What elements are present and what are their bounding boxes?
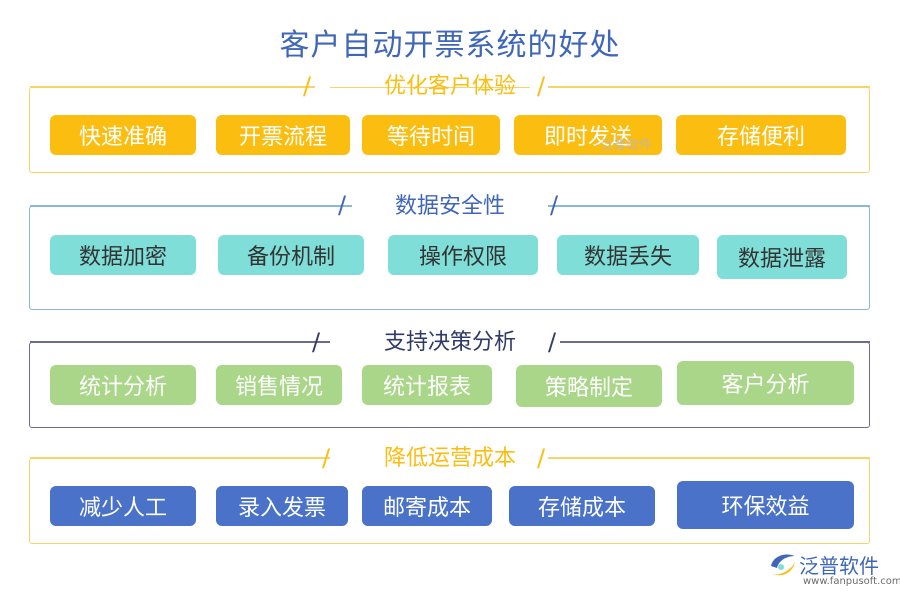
frame-gap xyxy=(30,341,870,343)
item-statistical-report: 统计报表 xyxy=(362,365,492,405)
item-wait-time: 等待时间 xyxy=(362,115,500,155)
item-sales-status: 销售情况 xyxy=(216,365,342,405)
frame-gap xyxy=(30,205,870,207)
item-customer-analysis: 客户分析 xyxy=(677,361,854,405)
section-title: 优化客户体验 xyxy=(383,74,516,99)
item-data-loss: 数据丢失 xyxy=(557,235,699,275)
item-storage-convenience: 存储便利 xyxy=(676,115,846,155)
slash-left-icon: / xyxy=(338,191,347,219)
section-title: 数据安全性 xyxy=(394,194,505,219)
item-environmental-benefit: 环保效益 xyxy=(677,481,854,529)
item-statistical-analysis: 统计分析 xyxy=(50,365,196,405)
deco-line-right xyxy=(560,341,870,343)
deco-line-right xyxy=(548,457,870,459)
item-enter-invoice: 录入发票 xyxy=(216,486,348,526)
item-data-leak: 数据泄露 xyxy=(717,235,847,279)
slash-left-icon: / xyxy=(322,444,331,472)
item-fast-accurate: 快速准确 xyxy=(50,115,196,155)
deco-line-right xyxy=(548,205,870,207)
watermark-text: 泛普软件 xyxy=(600,138,653,153)
item-storage-cost: 存储成本 xyxy=(509,486,655,526)
item-strategy-making: 策略制定 xyxy=(516,365,662,407)
fanpu-logo-icon xyxy=(771,554,795,576)
brand-logo: 泛普软件 www.fanpusoft.com xyxy=(765,548,900,594)
deco-line-left xyxy=(30,86,315,88)
deco-line-left xyxy=(30,205,352,207)
deco-line-left xyxy=(30,341,330,343)
slash-right-icon: / xyxy=(550,191,559,219)
slash-right-icon: / xyxy=(537,72,546,100)
slash-left-icon: / xyxy=(303,72,312,100)
slash-right-icon: / xyxy=(537,444,546,472)
deco-line-left xyxy=(30,457,330,459)
item-operation-permission: 操作权限 xyxy=(388,235,538,275)
item-mailing-cost: 邮寄成本 xyxy=(362,486,492,526)
item-instant-send: 即时发送 xyxy=(514,115,662,155)
item-reduce-labor: 减少人工 xyxy=(50,486,196,526)
item-invoice-process: 开票流程 xyxy=(216,115,350,155)
logo-name: 泛普软件 xyxy=(799,554,879,578)
section-frame xyxy=(29,87,870,173)
logo-url: www.fanpusoft.com xyxy=(803,576,900,587)
slash-right-icon: / xyxy=(548,328,557,356)
item-data-encryption: 数据加密 xyxy=(50,235,196,275)
deco-line-right xyxy=(548,86,870,88)
section-title: 降低运营成本 xyxy=(383,446,516,471)
slash-left-icon: / xyxy=(312,328,321,356)
item-backup-mechanism: 备份机制 xyxy=(218,235,364,275)
section-title: 支持决策分析 xyxy=(383,330,516,355)
diagram-title: 客户自动开票系统的好处 xyxy=(279,28,621,63)
frame-gap xyxy=(30,457,870,459)
